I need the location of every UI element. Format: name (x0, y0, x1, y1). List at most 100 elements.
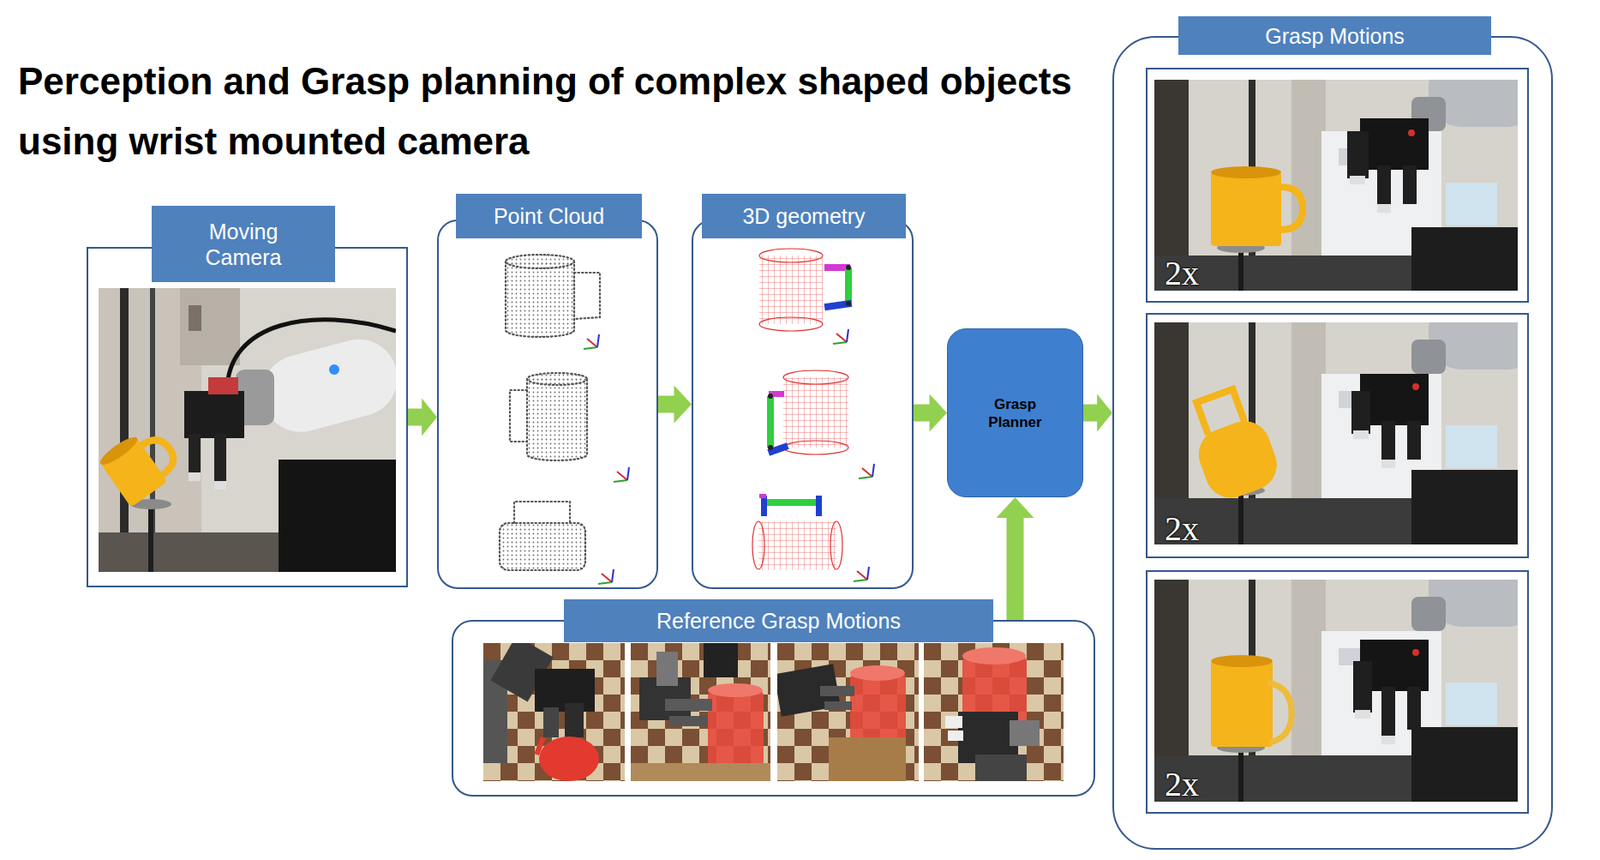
panel-header: Reference Grasp Motions (563, 599, 994, 642)
camera-photo-part-part (253, 330, 407, 441)
point-cloud-part (509, 389, 528, 442)
axis-triad-part (872, 463, 875, 477)
grasp-photo-part-part (1412, 648, 1420, 656)
reference-render-part (923, 642, 1064, 781)
axis-triad-part (853, 579, 868, 582)
grasp-photo-part-part (1210, 654, 1273, 667)
axis-triad-part (858, 476, 873, 479)
axis-triad-part (583, 347, 598, 349)
camera-photo (96, 287, 406, 572)
photo-frame: 2x (1145, 312, 1529, 558)
grasp-photo-part-part (1381, 459, 1396, 468)
camera-photo-part-part (278, 459, 396, 572)
axis-triad-part (601, 573, 612, 582)
geometry-model-part (761, 495, 768, 516)
point-cloud-part (527, 378, 588, 461)
grasp-photo-part-part (1351, 390, 1371, 434)
geometry-model-part (759, 248, 823, 263)
axis-triad-part (627, 467, 630, 480)
grasp-photo-part-part (1154, 296, 1541, 547)
geometry-model-part (783, 370, 849, 384)
speed-badge: 2x (1164, 254, 1199, 293)
flow-arrow (1083, 394, 1113, 432)
geometry-model-part (759, 493, 767, 498)
grasp-photo-part-part (1267, 682, 1292, 743)
grasp-photo-part-part (1154, 53, 1541, 305)
camera-photo-part-part (179, 287, 240, 366)
process-label: Grasp Planner (981, 395, 1050, 432)
panel-header: Grasp Motions (1178, 16, 1492, 55)
point-cloud-part (505, 261, 575, 337)
grasp-photo-part-part (1354, 709, 1371, 719)
camera-photo-part-part (96, 420, 185, 507)
camera-photo-part-part (188, 305, 202, 331)
grasp-photo-part-part (1381, 686, 1396, 738)
grasp-photo-part (1154, 553, 1541, 804)
camera-photo-part-part (98, 287, 396, 572)
reference-render-part-part (828, 737, 906, 781)
axis-triad-part (611, 569, 614, 582)
grasp-photo-part-part (1180, 383, 1284, 505)
camera-photo-part-part (148, 502, 154, 572)
reference-render-part-part (539, 736, 600, 781)
axis-triad (583, 329, 875, 584)
geometry-model-part (830, 521, 843, 570)
grasp-photo-part-part (1377, 165, 1391, 209)
grasp-photo-part-part (1353, 430, 1369, 439)
panel-header: Point Cloud (455, 193, 642, 239)
geometry-model-part (824, 299, 853, 311)
grasp-photo (1154, 53, 1541, 804)
camera-photo-part-part (184, 390, 245, 438)
reference-render-part-part (820, 685, 855, 696)
flow-arrow (407, 398, 438, 437)
grasp-photo-part-part (1210, 166, 1282, 179)
camera-photo-part-part (208, 377, 239, 395)
reference-render-part (483, 635, 625, 781)
stage-panel: 3D geometry (691, 219, 914, 589)
axis-triad-part (613, 479, 628, 482)
reference-render-part (630, 642, 771, 781)
camera-photo-part-part (119, 287, 129, 572)
geometry-model-part (783, 440, 849, 455)
camera-photo-part-part (214, 433, 227, 486)
reference-render-part-part (703, 642, 738, 678)
grasp-photo-part-part (1407, 420, 1421, 460)
geometry-model-part (815, 495, 822, 516)
reference-render-part-part (564, 702, 584, 738)
grasp-photo-part-part (1407, 686, 1421, 730)
panel-title: Point Cloud (493, 203, 605, 229)
panel-title: Reference Grasp Motions (656, 607, 901, 634)
geometry-model-part (762, 498, 819, 506)
geometry-model (752, 248, 852, 570)
grasp-photo-part-part (1154, 553, 1541, 804)
stage-panel: Grasp Motions2x2x2x (1112, 35, 1553, 850)
camera-photo-part-part (188, 472, 201, 481)
camera-photo-part-part-part (96, 432, 141, 468)
geometry-model-part (767, 395, 774, 448)
grasp-photo-part-part (1353, 660, 1373, 713)
reference-render-part-part (630, 642, 771, 781)
stage-panel: Reference Grasp Motions (451, 619, 1096, 797)
geometry-model-part (767, 393, 774, 399)
camera-photo-part-part (188, 433, 201, 477)
geometry-model-part (845, 264, 851, 270)
reference-render-part-part (536, 737, 544, 755)
photo-frame: 2x (1145, 569, 1529, 814)
camera-photo-part-part (329, 364, 340, 375)
speed-label: 2x (1164, 764, 1199, 803)
axis-triad-part (862, 467, 873, 477)
reference-render-part-part (923, 642, 1064, 781)
speed-badge: 2x (1164, 509, 1199, 548)
axis-triad-part (846, 329, 849, 342)
reference-render-part-part (947, 730, 964, 741)
flow-arrow (913, 394, 947, 432)
grasp-photo-part-part (1381, 420, 1396, 464)
axis-triad-part (832, 341, 847, 344)
reference-render-part-part (1009, 719, 1040, 746)
grasp-photo-part-part (1347, 131, 1369, 179)
stage-panel: Moving Camera (86, 246, 408, 588)
geometry-model-part (845, 300, 851, 306)
reference-render-part-part (975, 754, 1027, 781)
geometry-model-part (783, 377, 849, 448)
grasp-photo-part-part (1381, 735, 1396, 744)
